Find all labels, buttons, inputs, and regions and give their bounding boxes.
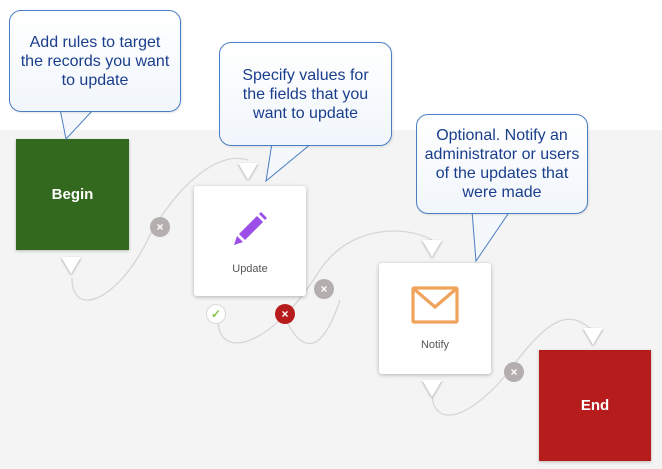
- begin-callout-tail: [59, 109, 95, 141]
- update-callout-text: Specify values for the fields that you w…: [242, 66, 369, 122]
- notify-callout-text: Optional. Notify an administrator or use…: [424, 127, 580, 201]
- notify-label: Notify: [420, 339, 450, 351]
- notify-callout: Optional. Notify an administrator or use…: [416, 114, 588, 214]
- notify-callout-tail: [471, 211, 511, 263]
- begin-output-port[interactable]: [61, 257, 81, 274]
- update-callout: Specify values for the fields that you w…: [219, 42, 392, 146]
- update-remove-button[interactable]: ×: [314, 279, 334, 299]
- begin-callout: Add rules to target the records you want…: [9, 10, 181, 112]
- begin-remove-button[interactable]: ×: [150, 217, 170, 237]
- end-input-port[interactable]: [583, 328, 603, 345]
- update-input-port[interactable]: [238, 163, 258, 180]
- begin-node[interactable]: Begin: [16, 139, 129, 250]
- begin-callout-text: Add rules to target the records you want…: [20, 33, 170, 89]
- pencil-icon: [230, 208, 270, 253]
- notify-output-port[interactable]: [422, 380, 442, 397]
- update-label: Update: [232, 262, 268, 275]
- notify-input-port[interactable]: [422, 240, 442, 257]
- checkmark-icon: ✓: [210, 307, 222, 321]
- begin-label: Begin: [51, 186, 94, 203]
- notify-node[interactable]: Notify: [379, 263, 491, 374]
- close-icon: ×: [320, 282, 328, 296]
- update-callout-tail: [265, 143, 313, 183]
- update-failure-port[interactable]: ×: [275, 304, 295, 324]
- close-icon: ×: [510, 365, 518, 379]
- end-label: End: [580, 397, 610, 414]
- envelope-icon: [411, 286, 459, 329]
- error-icon: ×: [281, 307, 289, 321]
- update-success-port[interactable]: ✓: [206, 304, 226, 324]
- close-icon: ×: [156, 220, 164, 234]
- end-node[interactable]: End: [539, 350, 651, 461]
- notify-remove-button[interactable]: ×: [504, 362, 524, 382]
- update-node[interactable]: Update: [194, 186, 306, 296]
